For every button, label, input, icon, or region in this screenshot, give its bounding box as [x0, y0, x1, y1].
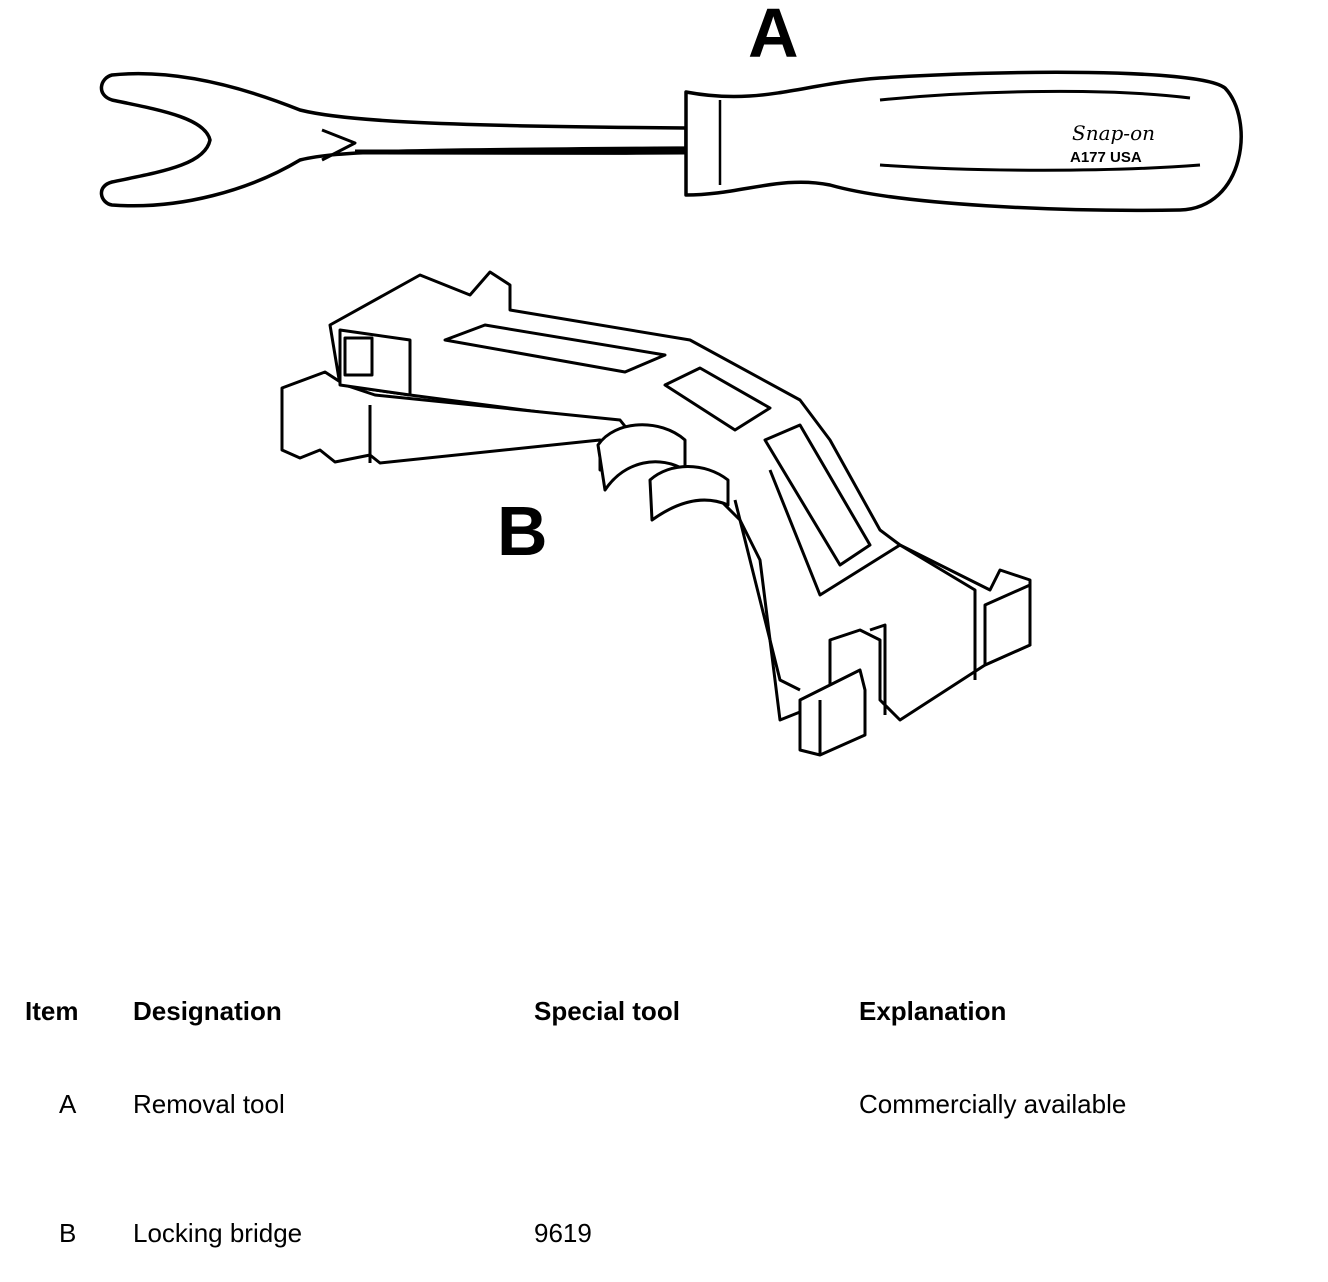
header-designation: Designation	[133, 996, 282, 1026]
header-explanation: Explanation	[859, 996, 1007, 1026]
row-special-tool: 9619	[534, 1218, 592, 1248]
figure-label-a: A	[748, 0, 799, 72]
row-designation: Locking bridge	[133, 1218, 303, 1248]
header-item: Item	[25, 996, 79, 1026]
model-text: A177 USA	[1070, 149, 1142, 166]
figure-label-b: B	[497, 492, 548, 570]
removal-tool-drawing	[99, 70, 1243, 213]
row-explanation: Commercially available	[859, 1089, 1127, 1119]
brand-text: Snap-on	[1072, 121, 1155, 145]
locking-bridge-drawing	[280, 270, 1032, 757]
row-designation: Removal tool	[133, 1089, 285, 1119]
tool-illustrations: Snap-on A177 USA	[99, 70, 1243, 757]
row-item: B	[59, 1218, 77, 1248]
row-item: A	[59, 1089, 77, 1119]
header-special-tool: Special tool	[534, 996, 680, 1026]
